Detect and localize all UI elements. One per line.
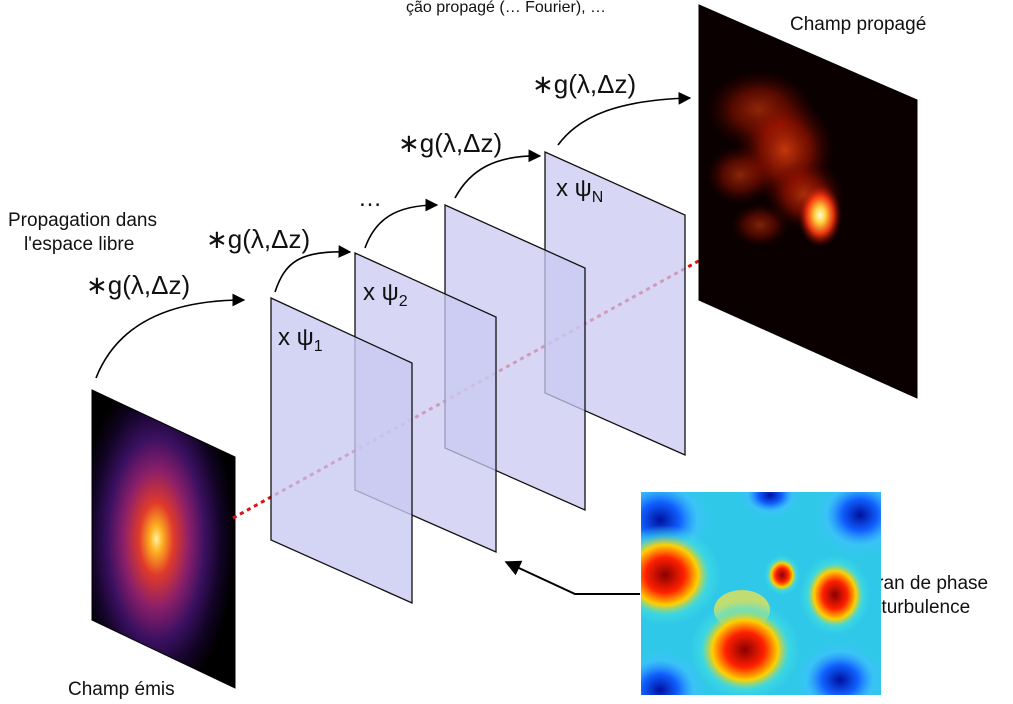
title-partial: ção propagé (… Fourier), … <box>406 0 606 16</box>
screen-1-label: x ψ1 <box>278 324 323 355</box>
free-space-label-1: Propagation dans <box>8 210 157 231</box>
phase-screen-pointer-arrow <box>504 560 640 595</box>
convolution-label-4: ∗g(λ,Δz) <box>532 69 636 99</box>
emitted-field-panel <box>91 389 236 689</box>
phase-screen-label-1: Ecran de phase <box>855 573 988 594</box>
ellipsis-label: … <box>358 185 382 212</box>
propagated-field-label: Champ propagé <box>790 14 926 35</box>
free-space-label-2: l'espace libre <box>24 234 134 255</box>
screen-n-label: x ψN <box>556 175 603 206</box>
propagation-arrows <box>95 91 692 379</box>
propagated-field-panel <box>698 4 918 399</box>
phase-screen-label-2: de turbulence <box>855 597 970 618</box>
turbulence-phase-screen-image <box>641 492 881 695</box>
emitted-field-label: Champ émis <box>68 679 175 700</box>
convolution-label-2: ∗g(λ,Δz) <box>206 224 310 254</box>
convolution-label-3: ∗g(λ,Δz) <box>398 128 502 158</box>
phase-screen-1: x ψ1 <box>270 296 413 605</box>
convolution-label-1: ∗g(λ,Δz) <box>86 270 190 300</box>
screen-2-label: x ψ2 <box>363 279 408 310</box>
